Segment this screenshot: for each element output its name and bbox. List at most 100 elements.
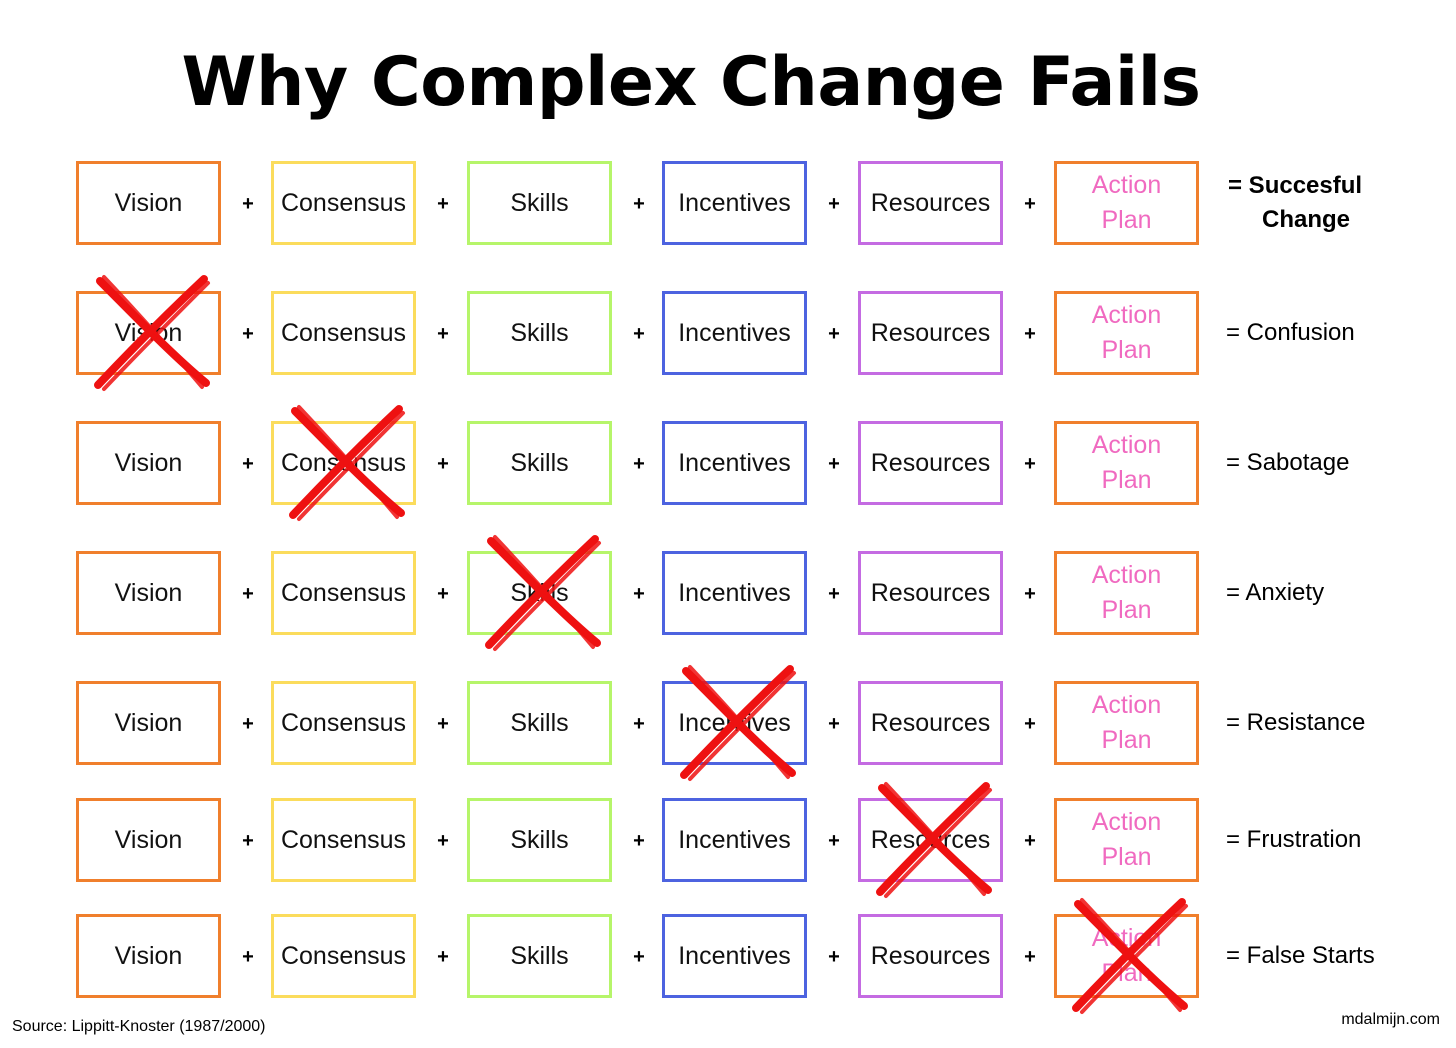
plus-operator: +: [1024, 453, 1036, 475]
factor-label: Skills: [510, 448, 569, 477]
outcome-label: = Anxiety: [1226, 576, 1324, 610]
page-title: Why Complex Change Fails: [181, 43, 1201, 122]
plus-operator: +: [242, 713, 254, 735]
outcome-label-line: Change: [1262, 206, 1351, 233]
factor-label: Consensus: [280, 825, 407, 854]
plus-operator: +: [828, 323, 840, 345]
factor-box-consensus: Consensus: [271, 291, 416, 375]
plus-operator: +: [242, 193, 254, 215]
factor-label: Incentives: [678, 941, 791, 970]
factor-label: Vision: [114, 941, 183, 970]
plus-operator: +: [633, 713, 645, 735]
plus-operator: +: [242, 830, 254, 852]
factor-label-line: Action: [1091, 301, 1162, 329]
plus-operator: +: [828, 830, 840, 852]
plus-operator: +: [242, 323, 254, 345]
outcome-label: = Frustration: [1226, 823, 1361, 857]
plus-operator: +: [437, 830, 449, 852]
outcome-label-line: = Confusion: [1226, 319, 1355, 346]
factor-box-skills: Skills: [467, 914, 612, 998]
factor-label: Vision: [114, 448, 183, 477]
factor-label: Consensus: [280, 941, 407, 970]
factor-label: Skills: [510, 941, 569, 970]
factor-label-line: Plan: [1101, 726, 1152, 754]
factor-box-incentives: Incentives: [662, 798, 807, 882]
factor-label: Incentives: [678, 448, 791, 477]
factor-label: Consensus: [280, 578, 407, 607]
outcome-label: = Sabotage: [1226, 446, 1349, 480]
factor-label-line: Plan: [1101, 843, 1152, 871]
factor-label: Vision: [114, 188, 183, 217]
factor-label: Resources: [870, 941, 991, 970]
factor-box-resources: Resources: [858, 551, 1003, 635]
outcome-label-line: = Frustration: [1226, 826, 1362, 853]
factor-box-consensus: Consensus: [271, 914, 416, 998]
factor-box-resources: Resources: [858, 798, 1003, 882]
factor-box-incentives: Incentives: [662, 914, 807, 998]
outcome-label-line: = Sabotage: [1226, 449, 1350, 476]
plus-operator: +: [828, 453, 840, 475]
factor-box-resources: Resources: [858, 161, 1003, 245]
author-credit: mdalmijn.com: [1341, 1011, 1440, 1028]
plus-operator: +: [1024, 323, 1036, 345]
source-citation: Source: Lippitt-Knoster (1987/2000): [12, 1018, 266, 1035]
factor-label: Skills: [510, 318, 569, 347]
outcome-label-line: = Resistance: [1226, 709, 1366, 736]
factor-label: Resources: [870, 188, 991, 217]
outcome-label-line: = False Starts: [1226, 942, 1375, 969]
factor-box-skills: Skills: [467, 798, 612, 882]
factor-box-consensus: Consensus: [271, 421, 416, 505]
factor-box-consensus: Consensus: [271, 681, 416, 765]
factor-label: Resources: [870, 578, 991, 607]
factor-box-vision: Vision: [76, 681, 221, 765]
factor-label: Skills: [510, 825, 569, 854]
factor-label: Incentives: [678, 318, 791, 347]
outcome-label: = Confusion: [1226, 316, 1355, 350]
plus-operator: +: [828, 583, 840, 605]
factor-label-line: Action: [1091, 924, 1162, 952]
factor-box-resources: Resources: [858, 421, 1003, 505]
factor-label: Consensus: [280, 188, 407, 217]
factor-label: Consensus: [280, 318, 407, 347]
factor-label: Incentives: [678, 708, 791, 737]
factor-box-vision: Vision: [76, 798, 221, 882]
outcome-label-line: = Anxiety: [1226, 579, 1325, 606]
plus-operator: +: [633, 583, 645, 605]
factor-label: Skills: [510, 708, 569, 737]
factor-label: Vision: [114, 318, 183, 347]
plus-operator: +: [1024, 713, 1036, 735]
factor-label-line: Action: [1091, 691, 1162, 719]
plus-operator: +: [437, 583, 449, 605]
plus-operator: +: [437, 323, 449, 345]
plus-operator: +: [242, 453, 254, 475]
plus-operator: +: [633, 830, 645, 852]
factor-label-line: Action: [1091, 561, 1162, 589]
factor-label: Incentives: [678, 825, 791, 854]
factor-box-vision: Vision: [76, 421, 221, 505]
outcome-label-line: = Succesful: [1228, 172, 1363, 199]
plus-operator: +: [828, 193, 840, 215]
plus-operator: +: [1024, 946, 1036, 968]
plus-operator: +: [437, 453, 449, 475]
plus-operator: +: [828, 946, 840, 968]
plus-operator: +: [633, 193, 645, 215]
factor-label: Resources: [870, 825, 991, 854]
plus-operator: +: [1024, 193, 1036, 215]
factor-box-skills: Skills: [467, 291, 612, 375]
factor-label: Resources: [870, 708, 991, 737]
factor-label-line: Plan: [1101, 206, 1152, 234]
factor-label: Resources: [870, 448, 991, 477]
factor-label: Incentives: [678, 188, 791, 217]
factor-box-consensus: Consensus: [271, 161, 416, 245]
factor-label: Vision: [114, 578, 183, 607]
factor-box-skills: Skills: [467, 551, 612, 635]
factor-label: Skills: [510, 578, 569, 607]
plus-operator: +: [242, 946, 254, 968]
